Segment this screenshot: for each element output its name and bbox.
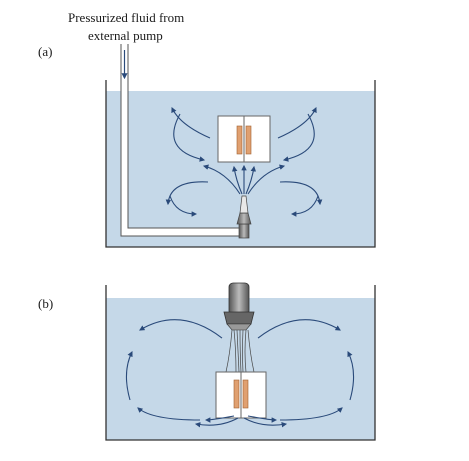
circulation-arrow-b-6 [279, 407, 343, 421]
circulation-arrow-a-1 [171, 107, 211, 139]
jet-arrow-a-2 [231, 165, 243, 195]
spray-stream-1 [233, 329, 237, 373]
circulation-arrow-b-3 [137, 407, 201, 421]
circulation-arrow-b-4 [257, 319, 341, 339]
electrode-b-right [242, 379, 249, 409]
outflow-arrow-b-4 [247, 415, 278, 423]
electrode-a-right [245, 125, 252, 155]
jet-arrow-a-4 [202, 164, 241, 195]
panel-a-label: (a) [38, 44, 53, 59]
panel-b-label: (b) [38, 296, 54, 311]
circulation-arrow-b-1 [139, 319, 223, 339]
spray-stream-4 [242, 329, 244, 373]
specimen-a [217, 115, 271, 163]
caption-line-1: Pressurized fluid from [68, 10, 185, 25]
electrode-b-left [233, 379, 240, 409]
circulation-arrow-a-7 [279, 181, 323, 206]
outflow-arrow-b-1 [194, 417, 239, 428]
spray-stream-3 [239, 329, 242, 373]
panel-b [105, 282, 376, 441]
tank-b [105, 285, 376, 441]
panel-a [105, 44, 376, 248]
spray-stream-5 [244, 329, 247, 373]
spray-stream-2 [236, 329, 240, 373]
electrode-a-left [236, 125, 243, 155]
circulation-arrow-a-8 [290, 195, 319, 217]
tank-a [105, 80, 376, 248]
nozzle-a [236, 195, 252, 239]
circulation-arrow-b-2 [125, 351, 133, 401]
specimen-b [215, 371, 267, 419]
circulation-arrow-b-5 [347, 351, 355, 401]
nozzle-b [223, 282, 255, 331]
circulation-arrow-a-6 [282, 113, 315, 162]
jet-arrow-a-3 [245, 165, 257, 195]
circulation-arrow-a-4 [169, 195, 198, 217]
jet-arrow-a-5 [247, 164, 286, 195]
circulation-arrow-a-2 [173, 113, 206, 162]
outflow-arrow-b-2 [243, 417, 288, 428]
outflow-arrow-b-3 [204, 415, 235, 423]
caption-line-2: external pump [88, 28, 163, 43]
spray-stream-6 [225, 329, 233, 373]
circulation-arrow-a-5 [277, 107, 317, 139]
circulation-arrow-a-3 [165, 181, 209, 206]
spray-stream-7 [247, 329, 255, 373]
